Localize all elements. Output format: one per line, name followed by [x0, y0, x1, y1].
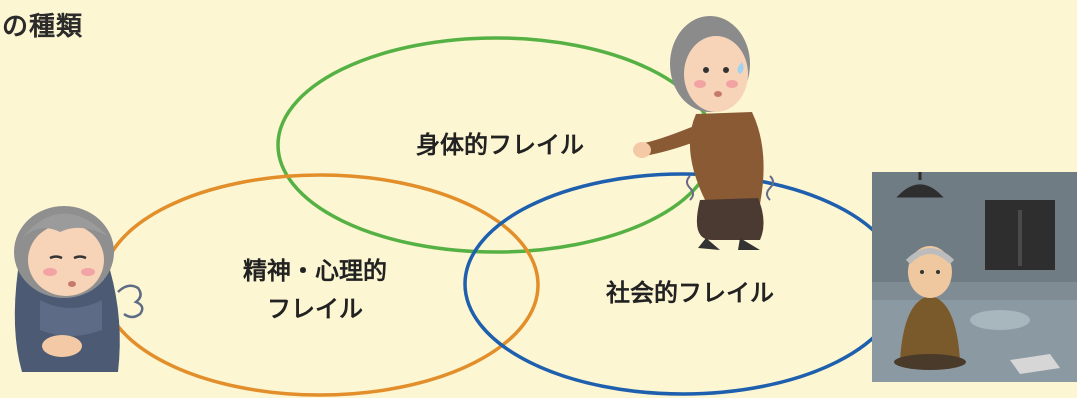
set-label-mental: 精神・心理的 フレイル	[243, 257, 387, 323]
set-label-social: 社会的フレイル	[606, 279, 774, 307]
elderly-man-alone-room-illustration	[872, 172, 1077, 382]
set-label-physical: 身体的フレイル	[416, 131, 584, 159]
elderly-woman-sighing-illustration	[14, 206, 144, 372]
page-title: の種類	[2, 12, 84, 42]
elderly-man-trembling-illustration	[633, 16, 774, 250]
